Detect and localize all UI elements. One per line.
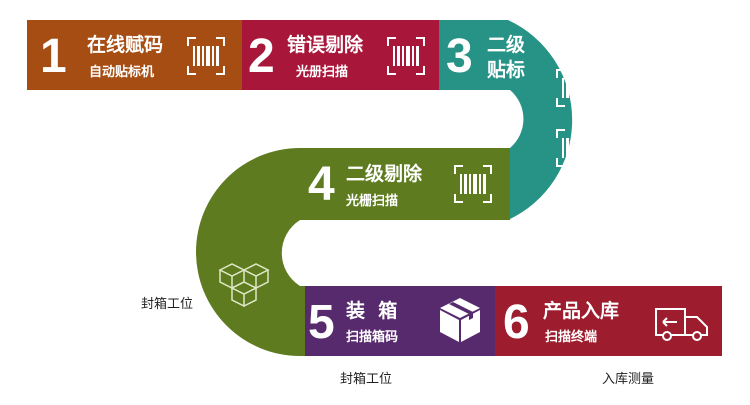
step-4-title: 二级剔除 <box>346 162 423 185</box>
box-icon <box>440 298 480 342</box>
step-5-title: 装 箱 <box>345 299 397 322</box>
step-4-number: 4 <box>308 158 335 211</box>
step-6-number: 6 <box>503 296 530 349</box>
step-4-subtitle: 光栅扫描 <box>345 193 398 209</box>
stacked-boxes-icon <box>218 263 270 308</box>
step-3-title-line1: 二级 <box>487 33 525 56</box>
step-2-number: 2 <box>248 30 275 83</box>
step-2-subtitle: 光册扫描 <box>295 64 348 80</box>
step-3-panel: 3 二级 贴标 <box>439 20 594 220</box>
step-4-panel: 4 二级剔除 光栅扫描 <box>196 148 510 356</box>
step-5-panel: 5 装 箱 扫描箱码 <box>305 286 495 356</box>
truck-icon <box>655 308 708 341</box>
barcode-icon <box>556 69 594 107</box>
warehouse-caption: 入库测量 <box>602 371 654 387</box>
step-3-background <box>439 20 573 220</box>
step-2-panel: 2 错误剔除 光册扫描 <box>242 20 439 90</box>
step-1-number: 1 <box>40 30 67 83</box>
step-1-subtitle: 自动贴标机 <box>89 64 154 80</box>
step-3-number: 3 <box>446 30 473 83</box>
step-3-title-line2: 贴标 <box>487 59 525 81</box>
left-station-caption: 封箱工位 <box>141 296 193 312</box>
step-6-subtitle: 扫描终端 <box>545 329 597 345</box>
barcode-icon <box>454 165 492 203</box>
step-2-title: 错误剔除 <box>287 33 364 56</box>
step-4-background <box>196 148 510 356</box>
barcode-icon <box>556 129 594 167</box>
step-5-number: 5 <box>308 296 335 349</box>
step-6-panel: 6 产品入库 扫描终端 <box>495 286 722 356</box>
bottom-station-caption: 封箱工位 <box>340 371 392 387</box>
barcode-icon <box>187 37 225 75</box>
barcode-icon <box>387 37 425 75</box>
step-1-panel: 1 在线赋码 自动贴标机 <box>27 20 242 90</box>
step-5-subtitle: 扫描箱码 <box>346 329 398 345</box>
step-1-title: 在线赋码 <box>87 33 163 56</box>
step-6-title: 产品入库 <box>543 299 619 322</box>
